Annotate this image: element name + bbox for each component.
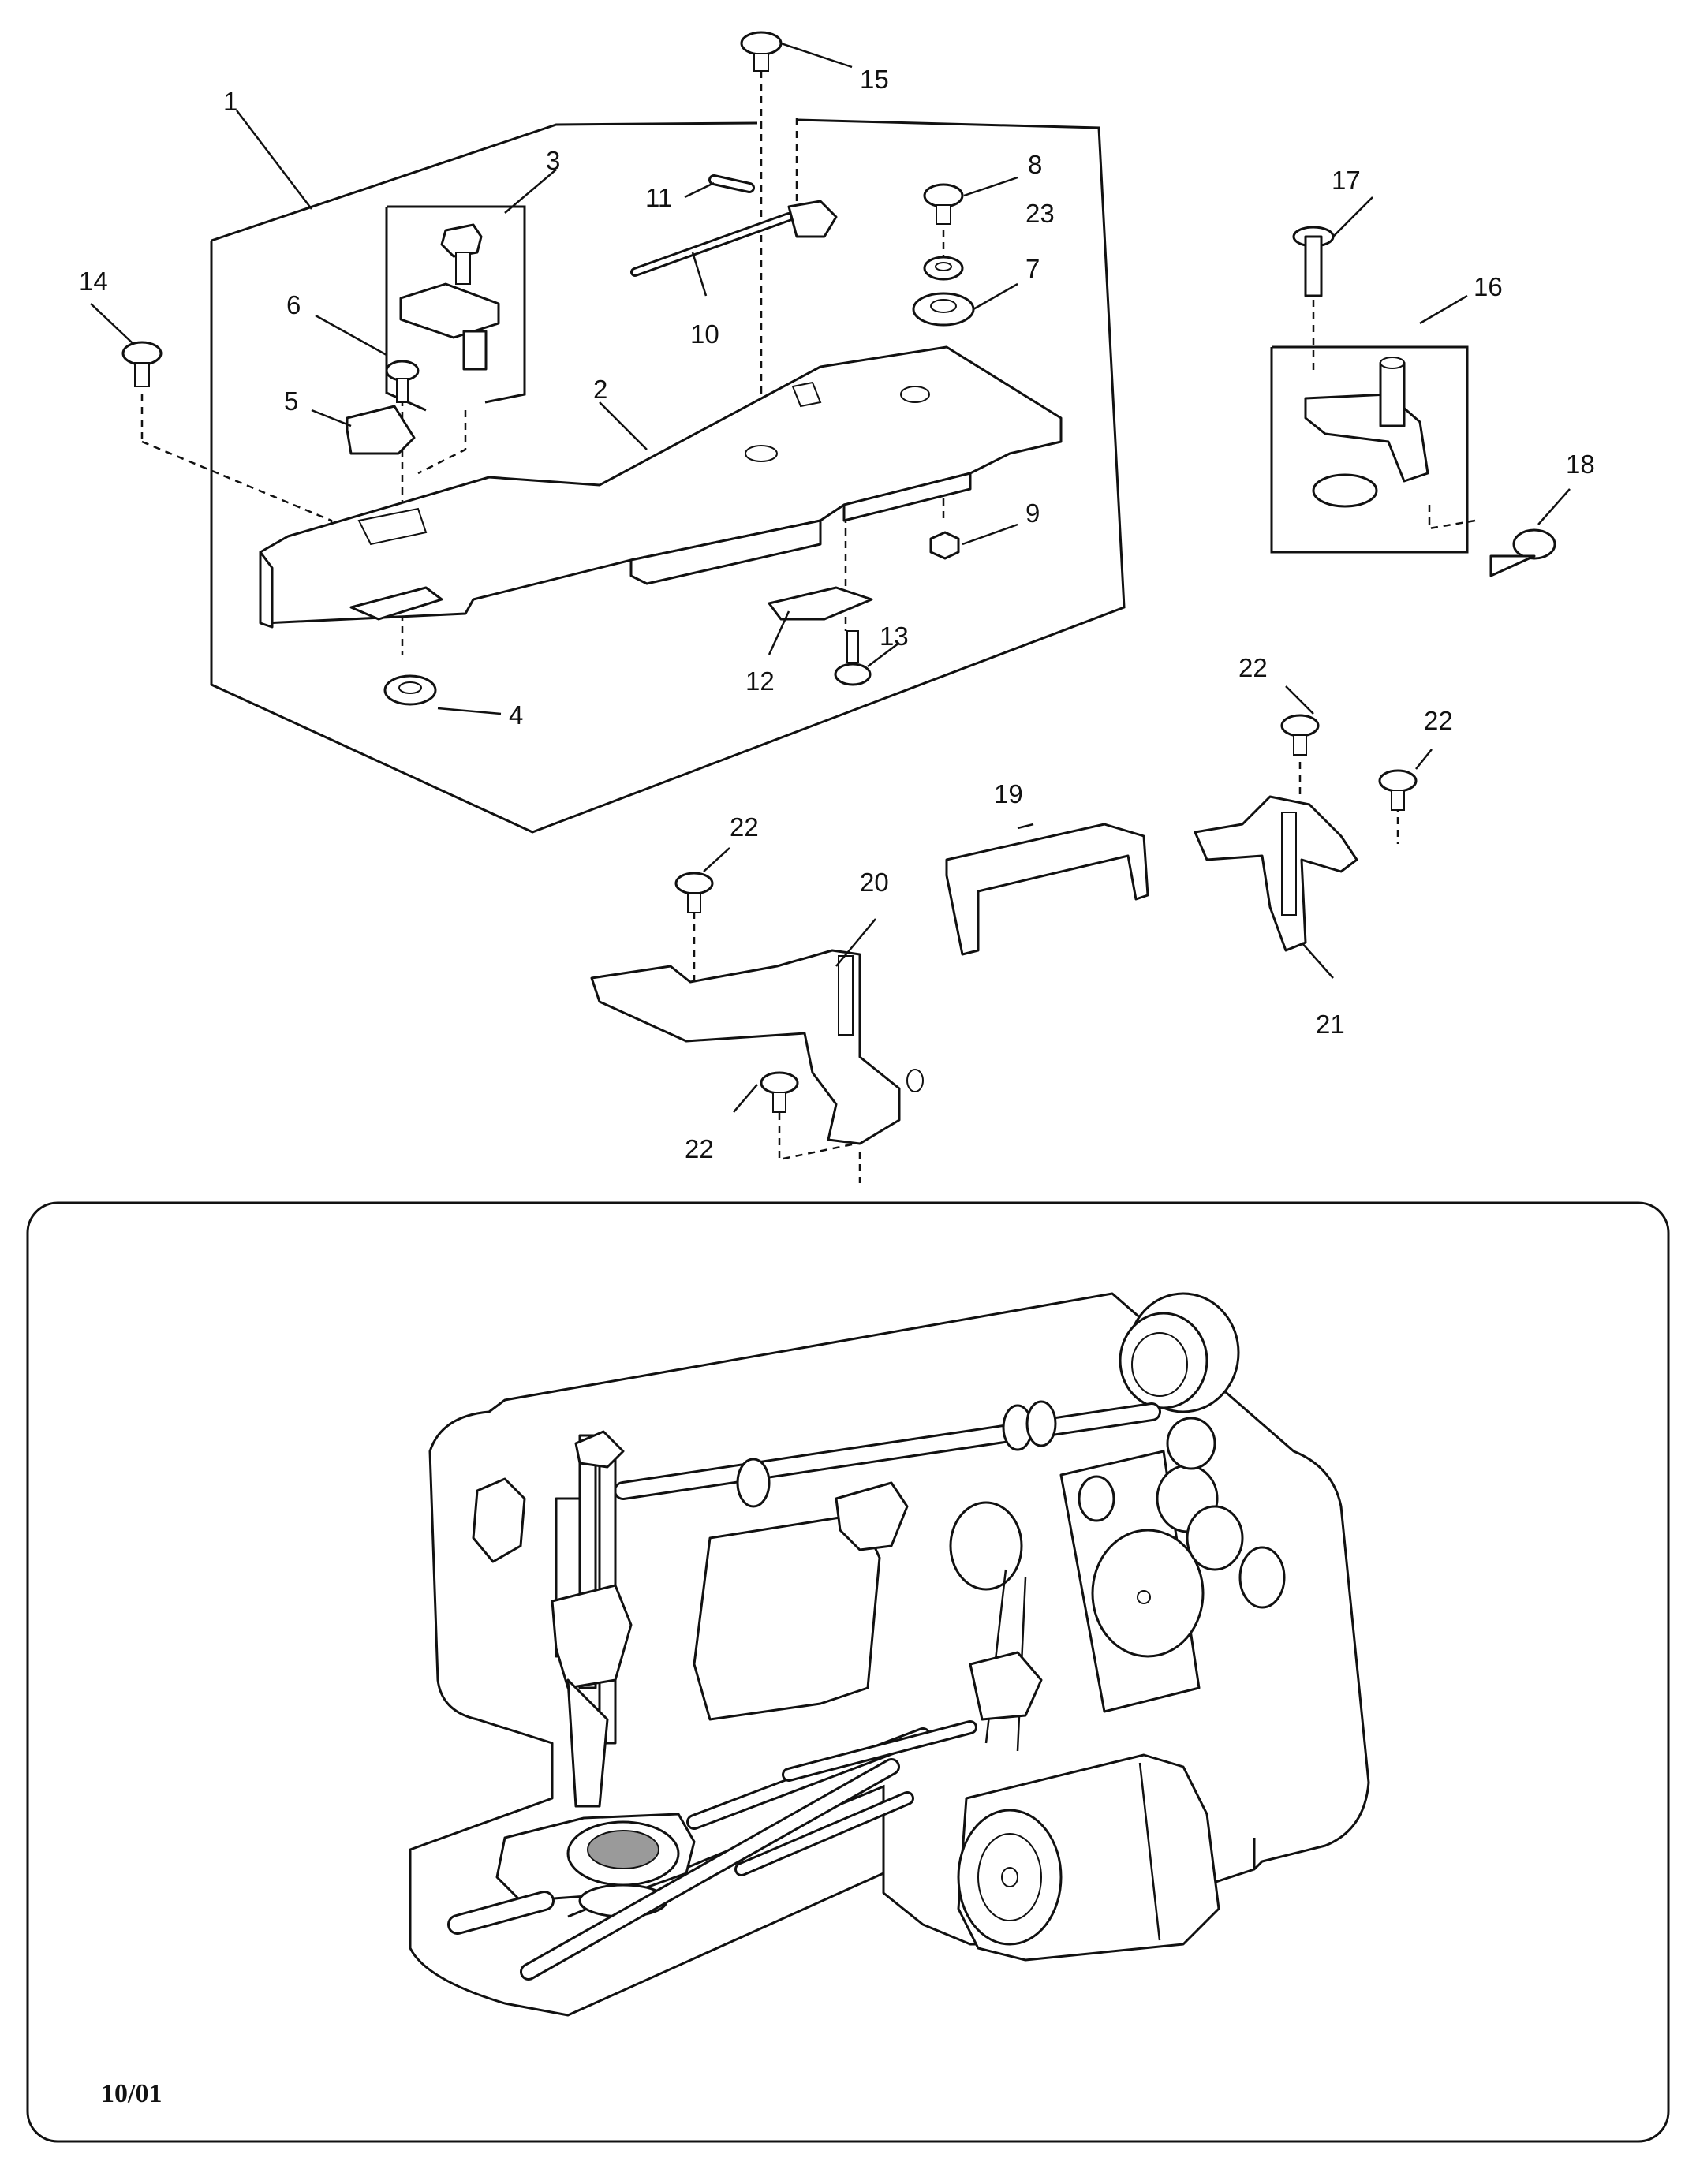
part-22-screw-a bbox=[674, 872, 714, 913]
callout-9: 9 bbox=[1025, 498, 1040, 528]
part-12-plate bbox=[768, 586, 873, 621]
part-22-screw-c bbox=[1280, 714, 1320, 756]
part-8-screw bbox=[923, 183, 964, 225]
part-11-pin bbox=[708, 174, 755, 193]
part-22-screw-b bbox=[760, 1071, 799, 1113]
part-17-pin bbox=[1292, 226, 1335, 297]
callout-22-d: 22 bbox=[1424, 706, 1453, 735]
motor-icon bbox=[957, 1753, 1220, 1962]
part-22-screw-d bbox=[1378, 769, 1418, 811]
part-18-roller bbox=[1489, 528, 1556, 577]
part-16-assembly bbox=[1304, 357, 1429, 508]
panel-frame bbox=[26, 1201, 1670, 2143]
callout-15: 15 bbox=[860, 65, 889, 94]
callout-6: 6 bbox=[286, 290, 301, 319]
callout-labels: 1 2 3 4 5 6 7 8 9 10 11 12 13 14 15 16 1… bbox=[79, 65, 1595, 1163]
assembly-bracket-outline bbox=[210, 118, 1126, 834]
callout-11: 11 bbox=[645, 183, 672, 212]
callout-19: 19 bbox=[994, 779, 1023, 808]
callout-20: 20 bbox=[860, 868, 889, 897]
callout-16: 16 bbox=[1474, 272, 1503, 301]
part-7-washer bbox=[912, 292, 975, 327]
part-14-screw bbox=[121, 341, 163, 387]
part-4-nut bbox=[383, 674, 437, 706]
part-5-bracket bbox=[346, 405, 416, 455]
callout-14: 14 bbox=[79, 267, 108, 296]
callout-22-c: 22 bbox=[1238, 653, 1268, 682]
part-6-screw bbox=[385, 360, 420, 403]
callout-22-a: 22 bbox=[730, 812, 759, 842]
part-3-knob bbox=[440, 223, 483, 258]
callout-13: 13 bbox=[880, 622, 909, 651]
part-10-rod bbox=[630, 200, 838, 277]
exploded-view bbox=[90, 31, 1571, 1183]
part-9-nut bbox=[929, 531, 960, 560]
callout-4: 4 bbox=[509, 700, 523, 730]
callout-17: 17 bbox=[1332, 166, 1361, 195]
part-21-bracket bbox=[1194, 795, 1358, 952]
part-15-screw bbox=[740, 31, 783, 72]
callout-10: 10 bbox=[690, 319, 719, 349]
callout-21: 21 bbox=[1316, 1010, 1345, 1039]
part-19-bracket bbox=[945, 823, 1149, 956]
callout-23: 23 bbox=[1025, 199, 1055, 228]
part-2-cover-plate bbox=[259, 345, 1063, 625]
machine-body-outline bbox=[409, 1292, 1370, 2017]
part-23-washer bbox=[923, 256, 964, 281]
callout-22-b: 22 bbox=[685, 1134, 714, 1163]
handwheel-icon bbox=[1119, 1292, 1286, 1609]
needle-bar-assembly bbox=[472, 1430, 633, 1869]
revision-date: 10/01 bbox=[101, 2079, 162, 2108]
callout-8: 8 bbox=[1028, 150, 1042, 179]
machine-panel: 10/01 bbox=[26, 1201, 1670, 2143]
part-13-screw bbox=[834, 630, 872, 686]
callout-12: 12 bbox=[745, 666, 775, 696]
callout-2: 2 bbox=[593, 375, 607, 404]
callout-7: 7 bbox=[1025, 254, 1040, 283]
callout-18: 18 bbox=[1566, 450, 1595, 479]
callout-1: 1 bbox=[223, 87, 237, 116]
gear-train-icon bbox=[949, 1417, 1244, 1713]
callout-5: 5 bbox=[284, 386, 298, 416]
callout-3: 3 bbox=[546, 146, 560, 175]
part-20-bracket bbox=[590, 949, 901, 1145]
